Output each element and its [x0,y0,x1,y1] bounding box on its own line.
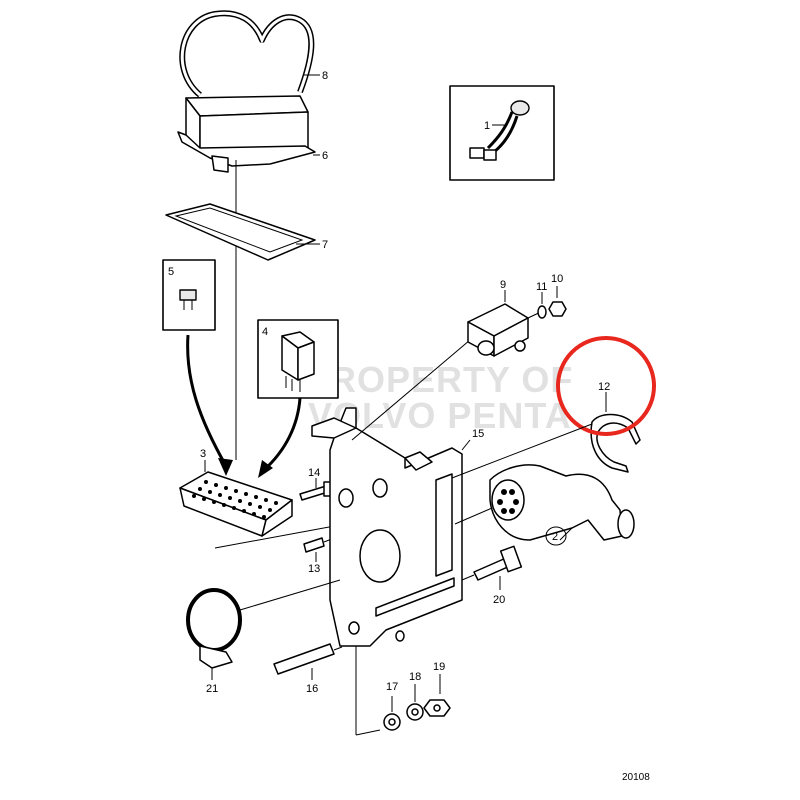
callout-7: 7 [322,239,328,251]
callout-9: 9 [500,279,506,291]
part-10-nut [548,286,567,317]
callout-13: 13 [308,563,320,575]
callout-16: 16 [306,683,318,695]
drawing-number: 20108 [622,772,650,783]
arrows [186,334,302,478]
part-5-box [162,259,216,331]
callout-2-ring [545,526,567,546]
part-19-nut [423,674,451,717]
callout-19: 19 [433,661,445,673]
callout-12: 12 [598,381,610,393]
part-9-sensor [467,290,546,357]
part-11-washer [537,292,547,319]
watermark-line-1: PROPERTY OF [305,359,573,400]
part-7-gasket [165,203,320,261]
watermark: PROPERTY OF VOLVO PENTA [305,359,573,436]
callout-17: 17 [386,681,398,693]
callout-15: 15 [472,428,484,440]
callout-2: 2 [552,531,558,543]
part-18-washer [406,684,424,721]
part-2-connector [451,423,635,541]
callout-3: 3 [200,448,206,460]
callout-8: 8 [322,70,328,82]
part-6-cover [177,95,320,460]
callout-20: 20 [493,594,505,606]
part-20-bolt [461,545,523,590]
highlight-ring [556,336,656,436]
callout-labels: 8 6 7 1 5 4 3 9 11 10 12 15 14 13 2 20 2… [168,70,610,695]
callout-10: 10 [551,273,563,285]
part-1-box [449,85,555,181]
callout-5: 5 [168,266,174,278]
callout-6: 6 [322,150,328,162]
callout-18: 18 [409,671,421,683]
part-3-fuse-holder [179,460,341,549]
part-8-strap [179,10,320,98]
callout-4: 4 [262,326,268,338]
callout-21: 21 [206,683,218,695]
callout-14: 14 [308,467,320,479]
part-15-bracket [311,339,471,736]
callout-1: 1 [484,120,490,132]
part-21-clamp [186,579,341,680]
fuse-holes [192,480,278,519]
part-16-stud [273,643,343,680]
part-17-washer [383,696,401,731]
callout-11: 11 [536,281,547,293]
part-4-box [257,319,339,399]
